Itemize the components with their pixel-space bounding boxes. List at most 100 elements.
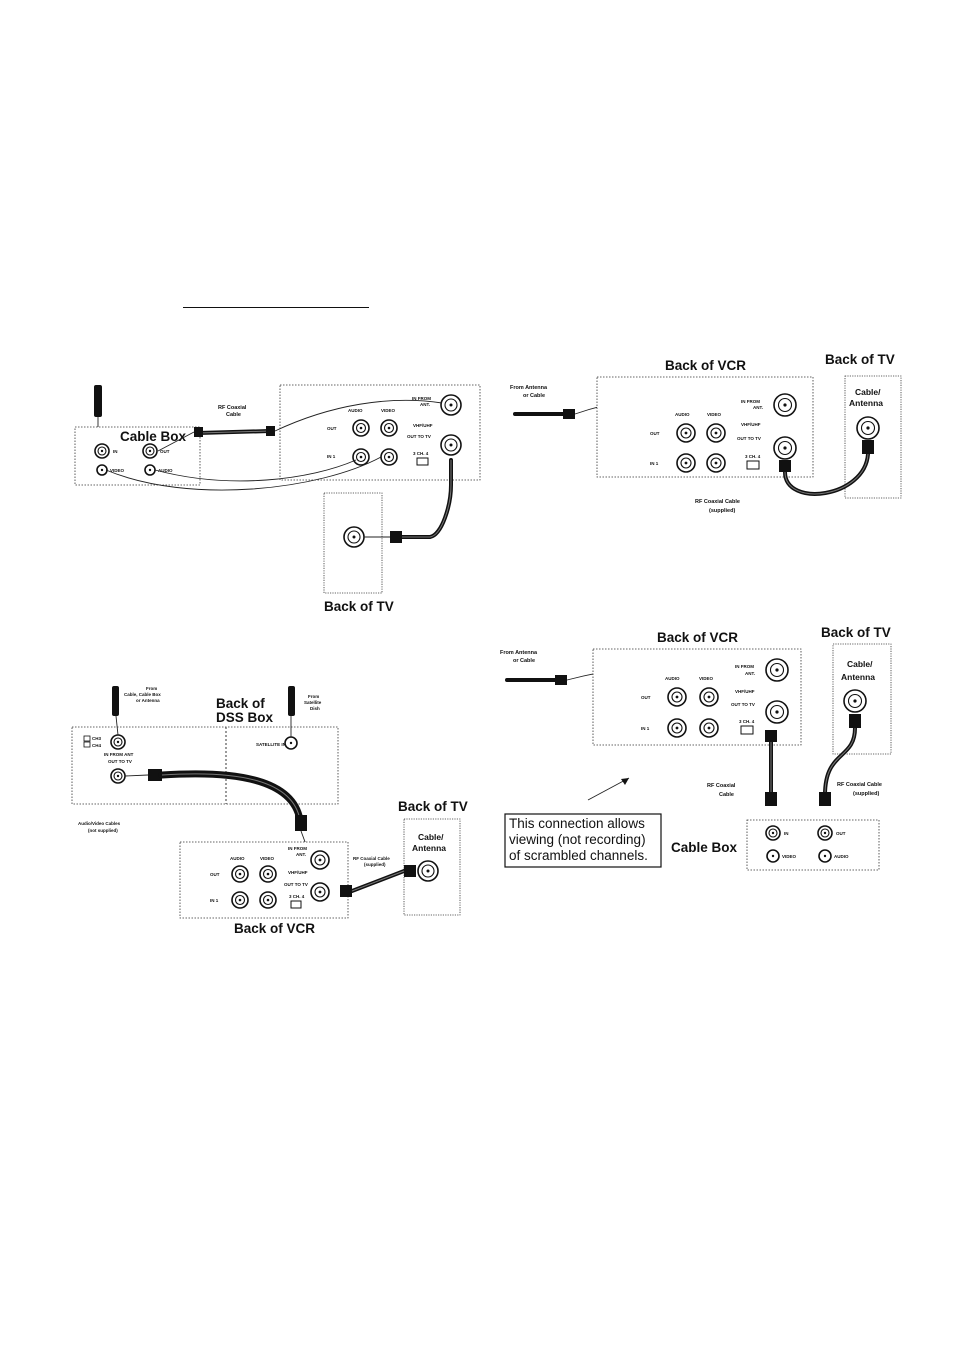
vcr-video-label: VIDEO bbox=[260, 856, 275, 861]
heading-underline bbox=[183, 307, 369, 308]
vcr-in-from-ant-jack bbox=[440, 394, 462, 416]
vcr-in-from-ant-label-2: ANT. bbox=[420, 402, 430, 407]
tv-antenna-jack bbox=[856, 416, 880, 440]
note-box bbox=[504, 813, 662, 868]
ch-switch-icon bbox=[740, 725, 754, 735]
vcr-video-out-jack bbox=[380, 419, 398, 437]
note-line-2: viewing (not recording) bbox=[509, 832, 646, 847]
vcr-audio-out-jack bbox=[676, 423, 696, 443]
vcr-ch-switch-label: 3 CH. 4 bbox=[745, 454, 761, 459]
av-cables-label: Audio/Video Cables bbox=[78, 821, 121, 826]
vcr-in-from-ant-label: IN FROM bbox=[412, 396, 431, 401]
cable-box-out-label: OUT bbox=[160, 449, 170, 454]
antenna-feed-plug bbox=[563, 409, 575, 419]
tv-cable-antenna-label-2: Antenna bbox=[412, 843, 446, 853]
vcr-in-from-ant-jack bbox=[310, 850, 330, 870]
rf-supplied-label: (supplied) bbox=[364, 862, 386, 867]
cable-box-video-jack bbox=[96, 464, 108, 476]
vcr-in-from-ant-label-2: ANT. bbox=[745, 671, 755, 676]
tv-cable-antenna-label: Cable/ bbox=[847, 659, 873, 669]
from-dish-label-3: Dish bbox=[310, 706, 320, 711]
vcr-video-out-jack bbox=[699, 687, 719, 707]
vcr-out-label: OUT bbox=[327, 426, 337, 431]
vcr-vhf-uhf-label: VHF/UHF bbox=[288, 870, 308, 875]
vcr-out-label: OUT bbox=[210, 872, 220, 877]
cable-box-video-label: VIDEO bbox=[110, 468, 125, 473]
vcr-out-to-tv-jack bbox=[773, 436, 797, 460]
tv-antenna-jack bbox=[417, 860, 439, 882]
from-cable-label-2: Cable, Cable Box bbox=[124, 692, 161, 697]
vcr-audio-label: AUDIO bbox=[348, 408, 363, 413]
vcr-in-from-ant-jack bbox=[773, 393, 797, 417]
cable-box-in-label: IN bbox=[784, 831, 789, 836]
rf-plug-vcr bbox=[765, 730, 777, 742]
or-cable-label: or Cable bbox=[523, 393, 545, 399]
vcr-audio-out-jack bbox=[231, 865, 249, 883]
cable-box-audio-jack bbox=[818, 849, 832, 863]
cable-box-in-jack bbox=[765, 825, 781, 841]
vcr-in1-label: IN 1 bbox=[327, 454, 336, 459]
vcr-in-from-ant-jack bbox=[765, 658, 789, 682]
diagram-dss-vcr-tv: From Cable, Cable Box or Antenna Back of… bbox=[71, 686, 468, 936]
vcr-in-from-ant-label: IN FROM bbox=[288, 846, 307, 851]
tv-antenna-jack bbox=[343, 526, 365, 548]
vcr-in-from-ant-label-2: ANT. bbox=[296, 852, 306, 857]
vcr-out-label: OUT bbox=[641, 695, 651, 700]
tv-plug bbox=[390, 531, 402, 543]
vcr-video-label: VIDEO bbox=[381, 408, 396, 413]
back-of-tv-label: Back of TV bbox=[825, 352, 895, 367]
rf-cable-supplied-label: RF Coaxial Cable bbox=[837, 782, 882, 788]
vcr-out-to-tv-jack bbox=[310, 882, 330, 902]
vcr-in-from-ant-label: IN FROM bbox=[741, 399, 760, 404]
note-arrow bbox=[587, 777, 630, 801]
satellite-in-jack bbox=[284, 736, 298, 750]
vcr-out-to-tv-jack bbox=[440, 434, 462, 456]
rf-coaxial-label: RF Coaxial bbox=[707, 783, 736, 789]
note-line-1: This connection allows bbox=[509, 816, 645, 831]
vcr-out-to-tv-label: OUT TO TV bbox=[737, 436, 761, 441]
vcr-audio-in-jack bbox=[231, 891, 249, 909]
diagram-cable-box-vcr-tv: Cable Box IN OUT VIDEO AUDIO RF Coaxial … bbox=[74, 384, 481, 614]
vcr-out-to-tv-label: OUT TO TV bbox=[731, 702, 755, 707]
vcr-out-to-tv-jack bbox=[765, 700, 789, 724]
from-antenna-label: From Antenna bbox=[500, 650, 538, 656]
back-of-tv-label: Back of TV bbox=[398, 799, 468, 814]
note-line-3: of scrambled channels. bbox=[509, 848, 648, 863]
rf-supplied-label: (supplied) bbox=[709, 508, 735, 514]
video-wire bbox=[105, 456, 382, 491]
rf-plug-tv bbox=[404, 865, 416, 877]
diagram-antenna-vcr-cablebox-tv: Back of VCR Back of TV From Antenna or C… bbox=[500, 625, 892, 871]
antenna-feed-plug bbox=[555, 675, 567, 685]
vcr-audio-in-jack bbox=[352, 448, 370, 466]
ch-switch-icon bbox=[290, 900, 302, 909]
dss-in-from-ant-label: IN FROM ANT bbox=[104, 752, 134, 757]
tv-cable-antenna-label-2: Antenna bbox=[841, 672, 875, 682]
dss-ch3-label: CH3 bbox=[92, 736, 101, 741]
vcr-audio-label: AUDIO bbox=[665, 676, 680, 681]
rf-coaxial-label: RF Coaxial Cable bbox=[695, 499, 740, 505]
cable-box-video-jack bbox=[766, 849, 780, 863]
cablebox-out-plug bbox=[819, 792, 831, 806]
vcr-in1-label: IN 1 bbox=[210, 898, 219, 903]
back-of-dss-label-2: DSS Box bbox=[216, 710, 274, 725]
vcr-audio-in-jack bbox=[667, 718, 687, 738]
vcr-video-in-jack bbox=[380, 448, 398, 466]
vcr-audio-in-jack bbox=[676, 453, 696, 473]
vcr-video-out-jack bbox=[706, 423, 726, 443]
cable-box-out-label: OUT bbox=[836, 831, 846, 836]
from-cable-label-3: or Antenna bbox=[136, 698, 160, 703]
vcr-audio-label: AUDIO bbox=[230, 856, 245, 861]
vcr-audio-out-jack bbox=[667, 687, 687, 707]
vcr-ch-switch-label: 3 CH. 4 bbox=[289, 894, 305, 899]
vcr-vhf-uhf-label: VHF/UHF bbox=[735, 689, 755, 694]
ch-switch-icon bbox=[416, 457, 429, 466]
dss-out-plug bbox=[148, 769, 162, 781]
cable-box-label: Cable Box bbox=[671, 840, 738, 855]
cable-box-in-jack bbox=[94, 443, 110, 459]
rf-plug-left bbox=[194, 427, 203, 437]
arrow-head-icon bbox=[621, 778, 629, 785]
rf-coaxial-label: RF Coaxial bbox=[218, 405, 247, 411]
tv-antenna-jack bbox=[843, 689, 867, 713]
vcr-video-in-jack bbox=[259, 891, 277, 909]
tv-cable-antenna-label-2: Antenna bbox=[849, 398, 883, 408]
